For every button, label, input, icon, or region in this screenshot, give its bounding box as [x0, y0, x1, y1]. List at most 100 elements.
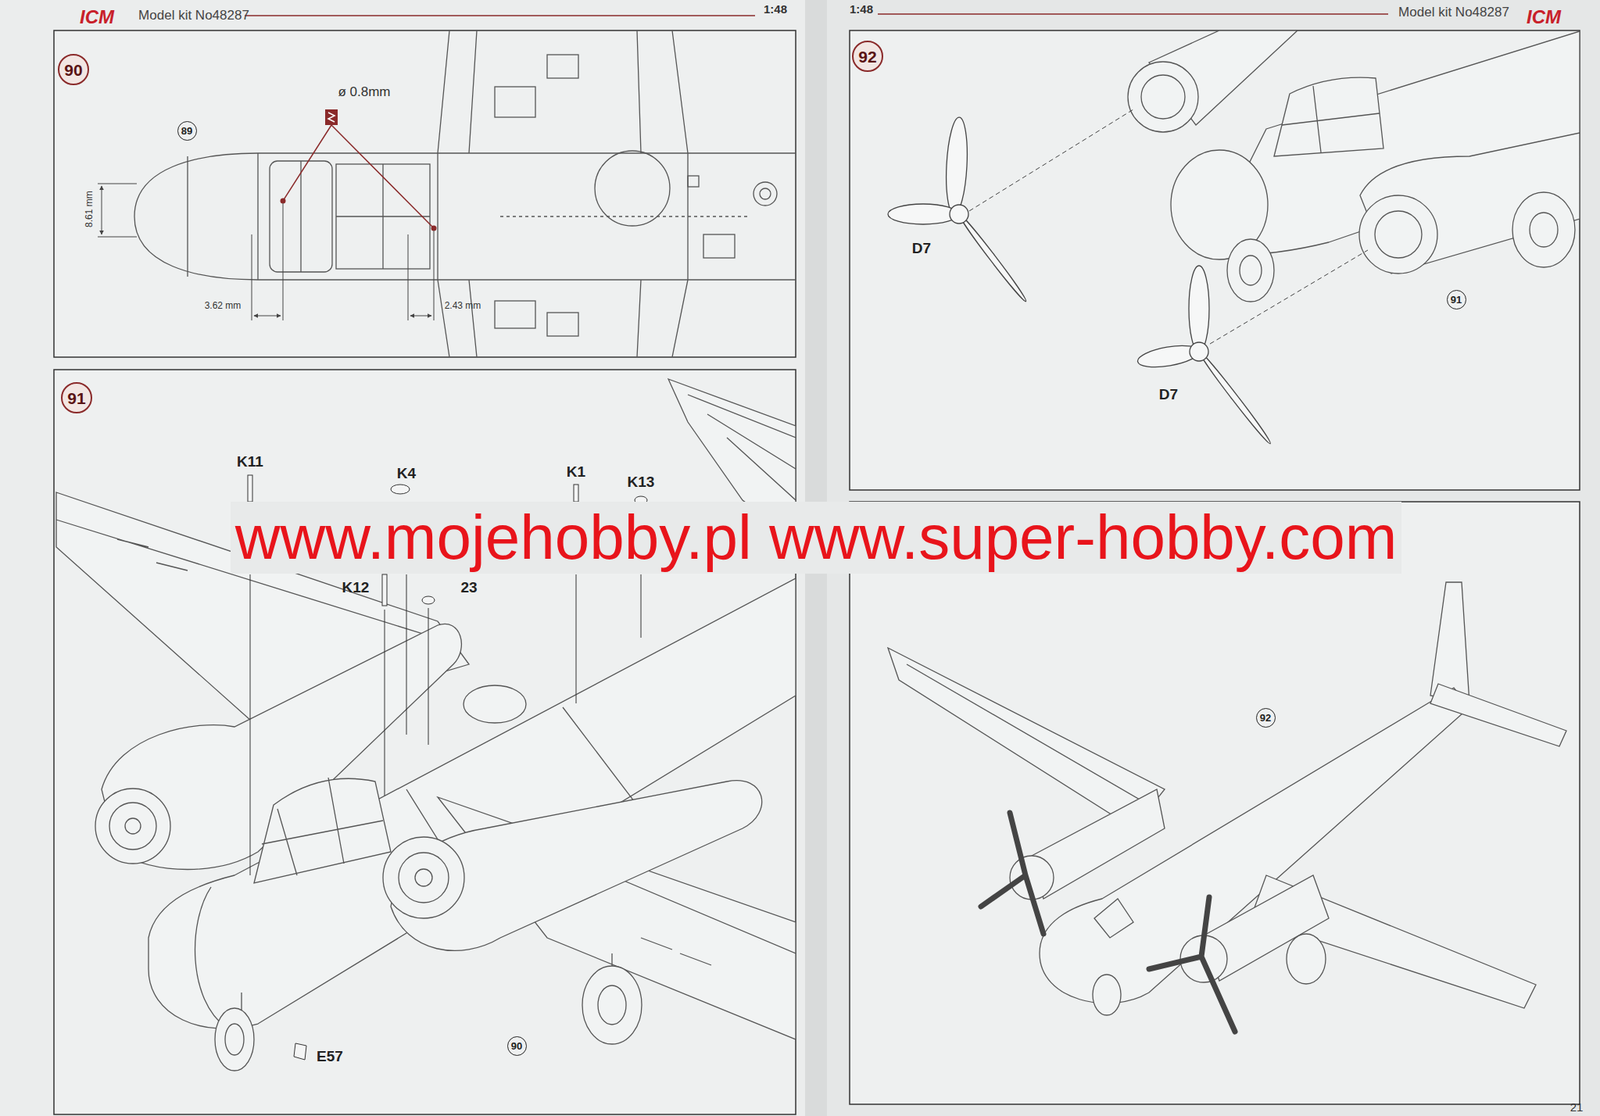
part-number: K13: [627, 474, 656, 491]
propeller: [980, 812, 1235, 1032]
finished-aircraft: [906, 664, 1149, 806]
propeller: [887, 204, 959, 225]
nose-closeup: [1274, 77, 1384, 157]
dimension-label: 2.43 mm: [444, 300, 482, 312]
part-leaders: [384, 609, 386, 796]
nose-closeup: [1512, 192, 1575, 268]
part-number: D7: [912, 240, 931, 258]
nose-closeup: [1239, 255, 1262, 286]
panel-frame: [53, 369, 796, 1115]
dimension-lines: [251, 203, 434, 321]
perspective-aircraft: [95, 788, 171, 864]
step-number-circle: 92: [851, 40, 884, 72]
propeller: [1188, 265, 1210, 352]
perspective-aircraft: [214, 1008, 255, 1071]
header-rule: [877, 13, 1389, 15]
reference-number: 89: [181, 125, 193, 137]
dimension-lines: [101, 186, 103, 235]
scale-text: 1:48: [763, 3, 788, 17]
top-view-aircraft: [753, 182, 777, 206]
propeller: [949, 204, 969, 224]
reference-circle: 89: [177, 121, 197, 141]
dimension-lines: [254, 315, 281, 317]
nose-closeup: [1141, 75, 1185, 119]
propeller: [944, 116, 970, 215]
drill-size: ø 0.8mm: [337, 85, 391, 101]
perspective-aircraft: [225, 1023, 244, 1056]
reference-circle: 91: [1446, 289, 1467, 310]
top-view-aircraft: [437, 30, 688, 358]
dimension-lines: [410, 315, 432, 317]
perspective-aircraft: [582, 966, 642, 1045]
perspective-aircraft: [463, 685, 527, 724]
step-number-circle: 90: [57, 53, 90, 86]
nose-closeup: [1360, 132, 1580, 274]
part-number: D7: [1159, 386, 1178, 404]
nose-closeup: [1281, 85, 1380, 153]
top-view-aircraft: [494, 300, 536, 329]
panel-frame: [53, 30, 796, 358]
part-number: 23: [460, 579, 477, 597]
dimension-label: 3.62 mm: [204, 300, 242, 312]
watermark: www.mojehobby.pl www.super-hobby.com: [230, 501, 1403, 574]
perspective-aircraft: [415, 869, 433, 887]
part-number: K12: [342, 579, 370, 597]
dimension-label: 8.61 mm: [83, 191, 94, 229]
top-view-aircraft: [134, 30, 796, 358]
drill-mark: [328, 112, 335, 122]
perspective-aircraft: [109, 802, 157, 850]
top-view-aircraft: [594, 150, 670, 226]
brand-logo: ICM: [79, 7, 115, 28]
top-view-aircraft: [300, 161, 430, 273]
part-leaders: [293, 1043, 307, 1060]
nose-closeup: [1529, 212, 1558, 247]
page-number: 21: [1570, 1101, 1584, 1115]
perspective-aircraft: [56, 379, 796, 1071]
step-number-circle: 91: [60, 382, 93, 414]
top-view-aircraft: [468, 30, 641, 358]
nose-closeup: [1227, 239, 1275, 302]
propeller: [1189, 342, 1209, 362]
reference-number: 91: [1450, 294, 1462, 305]
finished-aircraft: [887, 582, 1567, 1016]
part-leaders: [250, 574, 251, 876]
part-leaders: [428, 608, 430, 745]
part-leaders: [382, 574, 387, 606]
part-leaders: [247, 475, 253, 502]
perspective-aircraft: [382, 837, 465, 919]
perspective-aircraft: [687, 394, 796, 501]
reference-number: 92: [1259, 712, 1271, 724]
nose-closeup: [1127, 61, 1199, 133]
propeller: [887, 109, 1368, 446]
drill-mark: [325, 109, 338, 126]
perspective-aircraft: [125, 818, 141, 835]
part-number: K11: [236, 454, 264, 471]
drill-mark: [431, 225, 437, 232]
finished-aircraft: [1286, 934, 1326, 985]
propeller: [980, 812, 1044, 935]
perspective-aircraft: [241, 953, 613, 1013]
finished-aircraft: [887, 647, 1165, 829]
reference-number: 90: [511, 1041, 523, 1052]
part-number: K4: [397, 465, 416, 483]
propeller: [1148, 897, 1235, 1032]
top-view-aircraft: [703, 234, 735, 258]
dimension-lines: [97, 183, 434, 321]
header-rule: [244, 14, 756, 17]
part-leaders: [390, 484, 410, 494]
part-leaders: [406, 574, 408, 735]
perspective-aircraft: [254, 778, 391, 884]
part-number: K1: [566, 464, 586, 481]
finished-aircraft: [1092, 974, 1121, 1016]
part-number: E57: [316, 1048, 344, 1066]
step-number: 92: [858, 48, 877, 65]
top-view-aircraft: [547, 54, 579, 79]
drill-mark: [280, 198, 287, 205]
top-view-aircraft: [500, 215, 751, 217]
propeller: [1197, 350, 1274, 446]
kit-number: Model kit No48287: [138, 8, 250, 24]
top-view-aircraft: [759, 188, 771, 200]
kit-number: Model kit No48287: [1398, 5, 1510, 21]
drill-mark: [282, 125, 434, 229]
